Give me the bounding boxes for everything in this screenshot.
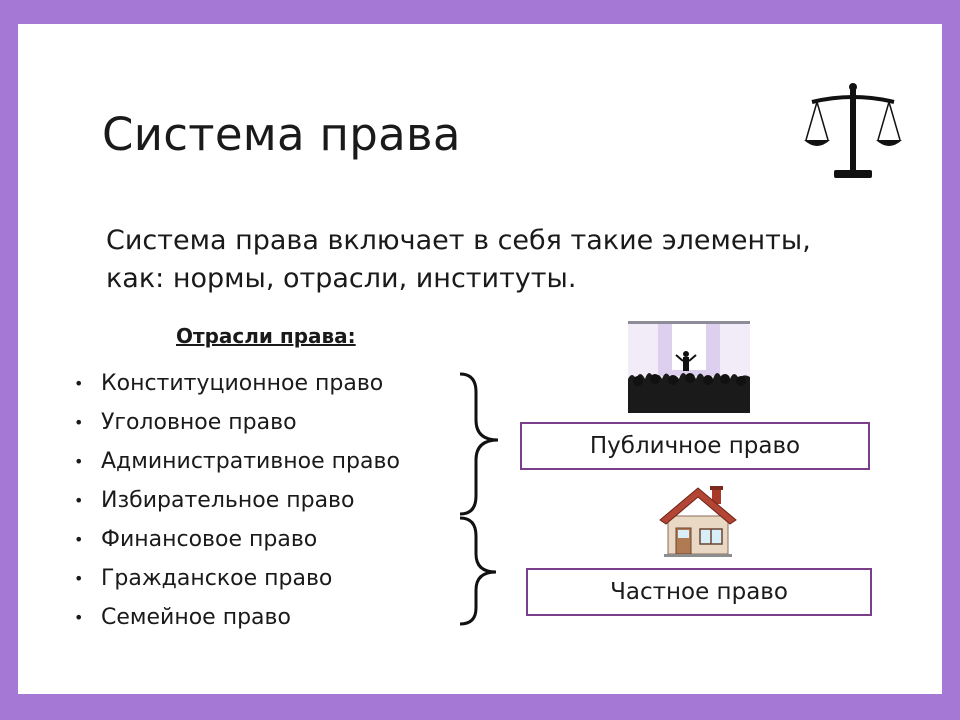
grouping-brackets [459, 372, 499, 626]
list-item-label: Гражданское право [101, 566, 333, 591]
branch-list: •Конституционное право •Уголовное право … [74, 367, 400, 640]
list-item: • Конституционное право [74, 367, 400, 406]
list-item-label: Уголовное право [101, 410, 297, 435]
bullet: • [74, 608, 84, 627]
intro-text: Система права включает в себя такие элем… [106, 225, 811, 294]
branches-heading: Отрасли права: [176, 324, 356, 348]
public-law-box: Публичное право [520, 422, 870, 470]
house-icon [659, 486, 737, 557]
slide: Система права Система права включает в с… [18, 24, 942, 694]
bullet: • [74, 374, 84, 393]
bullet: • [74, 491, 84, 510]
list-item: • Семейное право [74, 601, 400, 640]
list-item-label: Избирательное право [101, 488, 355, 513]
list-item: • Административное право [74, 445, 400, 484]
scales-of-justice-icon [804, 83, 902, 178]
public-bracket [459, 372, 499, 516]
bullet: • [74, 413, 84, 432]
list-item: • Избирательное право [74, 484, 400, 523]
bullet: • [74, 452, 84, 471]
list-item-label: Конституционное право [101, 371, 384, 396]
list-item: • Гражданское право [74, 562, 400, 601]
list-item: • Уголовное право [74, 406, 400, 445]
list-item-label: Семейное право [101, 605, 291, 630]
private-bracket [459, 516, 497, 626]
bullet: • [74, 530, 84, 549]
list-item-label: Административное право [101, 449, 400, 474]
private-law-box: Частное право [526, 568, 872, 616]
list-item: • Финансовое право [74, 523, 400, 562]
list-item-label: Финансовое право [101, 527, 318, 552]
slide-title: Система права [102, 108, 461, 161]
bullet: • [74, 569, 84, 588]
speaker-crowd-icon [628, 321, 750, 413]
